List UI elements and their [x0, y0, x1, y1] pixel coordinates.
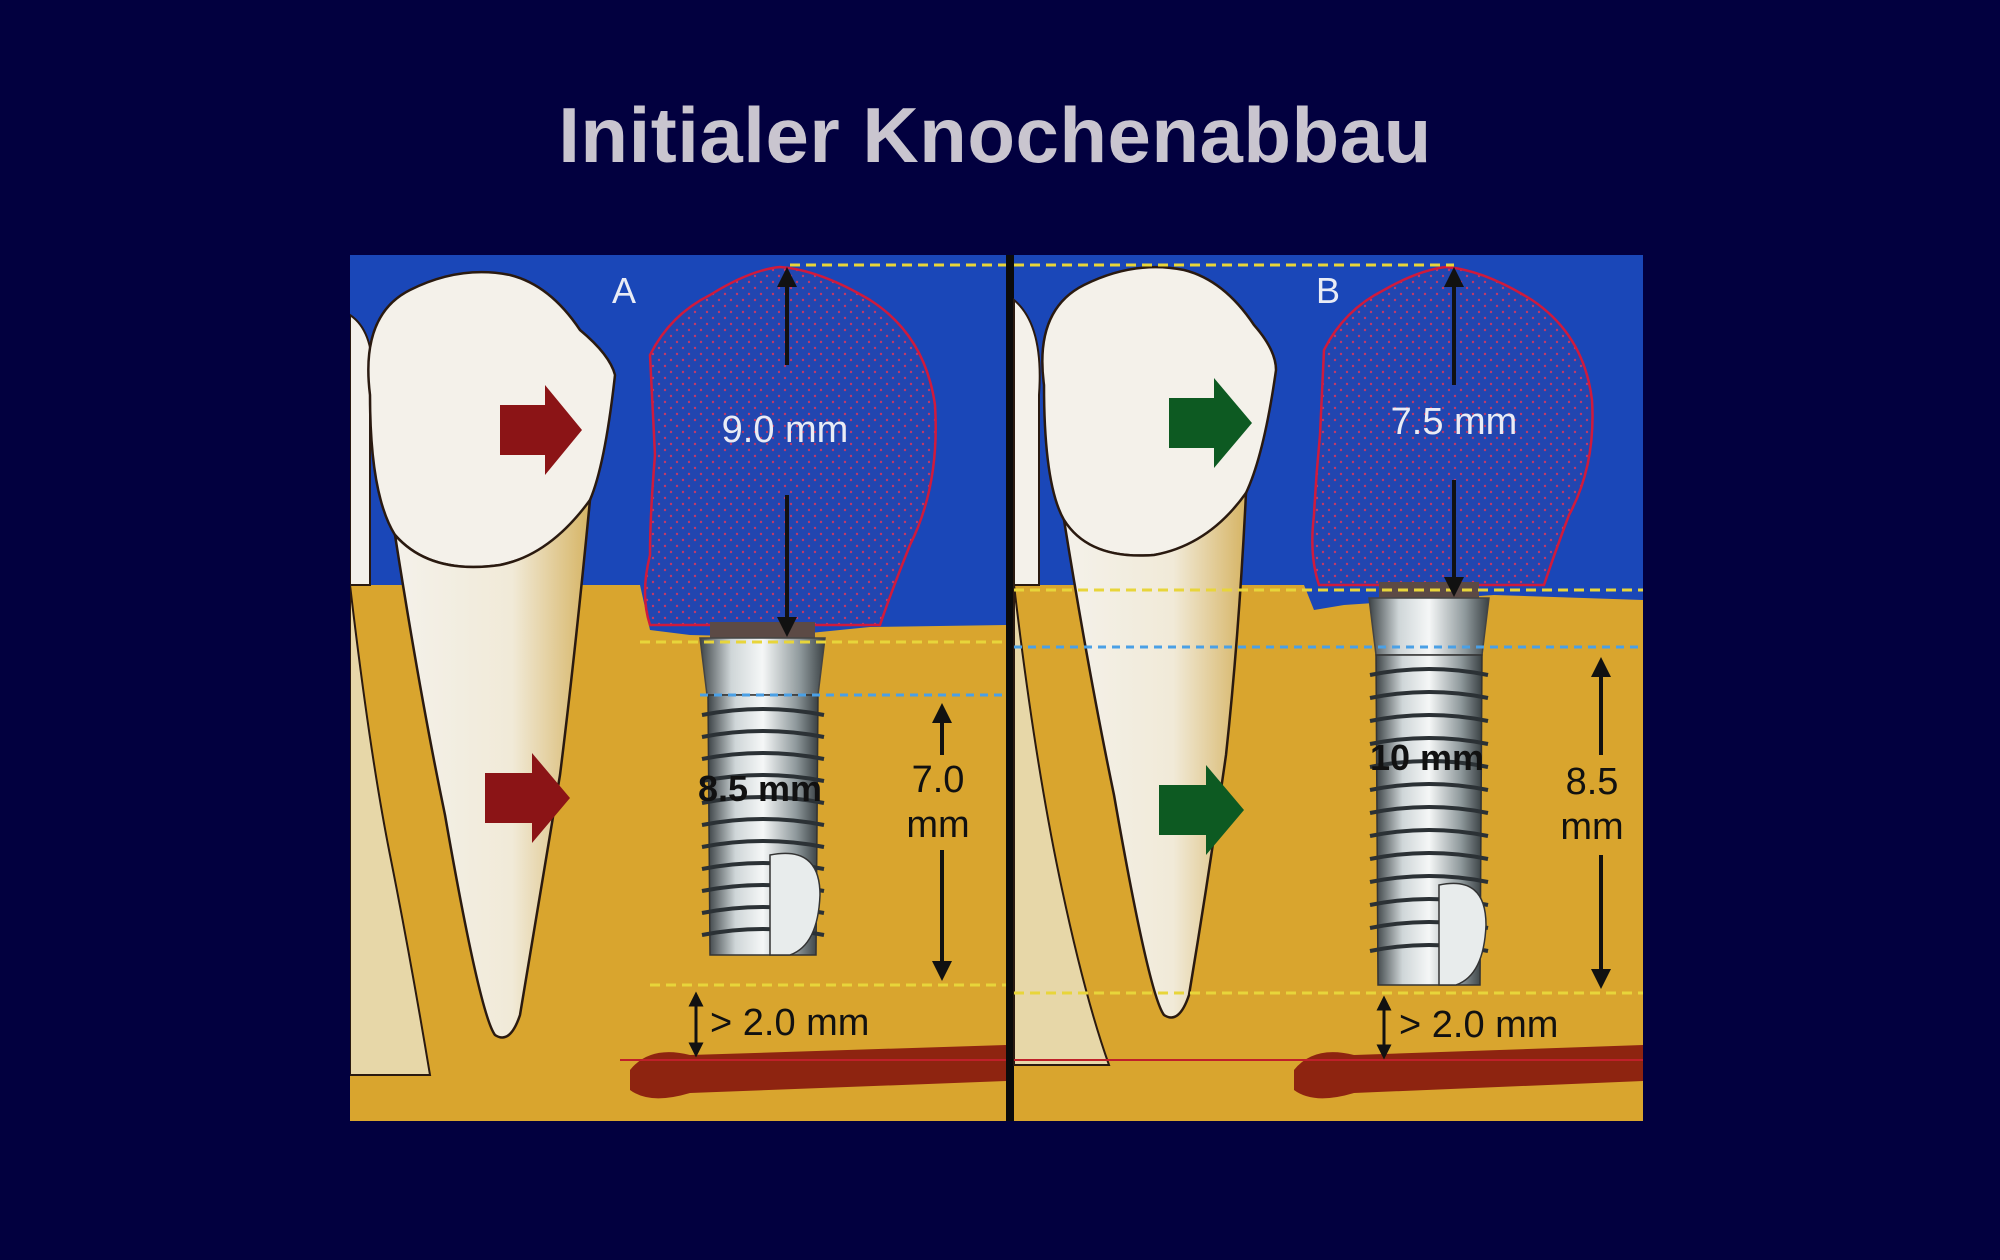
panel-b-edge-tooth — [1013, 297, 1041, 586]
panel-b-edge-root — [1013, 584, 1111, 1066]
panel-b-implant-cutting-edge — [1438, 882, 1487, 986]
panel-b-bone-height-value: 8.5 — [1566, 761, 1619, 803]
panel-b-arrow-crown — [1169, 378, 1252, 468]
panel-a-arrow-root — [485, 753, 570, 843]
panel-b-natural-root — [1062, 488, 1248, 1019]
panel-b-implant-crown — [1311, 265, 1594, 587]
panel-b-implant-threads — [1369, 667, 1489, 953]
panel-a-letter: A — [612, 270, 636, 311]
panel-a-natural-root — [393, 495, 592, 1039]
panel-a-implant-length: 8.5 mm — [698, 768, 822, 809]
panel-a-bone-height-value: 7.0 — [912, 759, 965, 801]
panel-a: A 9.0 mm 8.5 mm 7.0 mm > 2.0 mm — [350, 255, 1006, 1121]
panel-a-edge-root — [350, 584, 432, 1076]
slide-title: Initialer Knochenabbau — [558, 91, 1432, 179]
panel-a-bone-height-unit: mm — [906, 804, 969, 846]
panel-a-implant-cutting-edge — [769, 852, 821, 956]
panel-b-bone-height-unit: mm — [1560, 806, 1623, 848]
panel-b-crown-height: 7.5 mm — [1391, 401, 1518, 443]
implant-comparison-figure: A 9.0 mm 8.5 mm 7.0 mm > 2.0 mm — [350, 255, 1643, 1121]
panel-b-safety-distance: > 2.0 mm — [1399, 1004, 1558, 1046]
panel-a-abutment — [710, 622, 815, 638]
panel-b: B 7.5 mm 10 mm 8.5 mm > 2.0 mm — [1013, 255, 1643, 1121]
panel-a-implant-collar — [699, 637, 826, 696]
panel-b-letter: B — [1316, 270, 1340, 311]
panel-b-arrow-root — [1159, 765, 1244, 855]
panel-a-implant-crown — [643, 265, 937, 627]
panel-b-implant-length: 10 mm — [1370, 737, 1484, 778]
panel-a-implant-threads — [701, 707, 825, 937]
panel-b-implant-collar — [1368, 597, 1490, 656]
panel-a-crown-height: 9.0 mm — [722, 409, 849, 451]
panel-a-nerve-canal — [630, 1045, 1006, 1099]
panel-a-safety-distance: > 2.0 mm — [710, 1002, 869, 1044]
panel-a-arrow-crown — [500, 385, 582, 475]
panel-divider — [1006, 255, 1014, 1121]
